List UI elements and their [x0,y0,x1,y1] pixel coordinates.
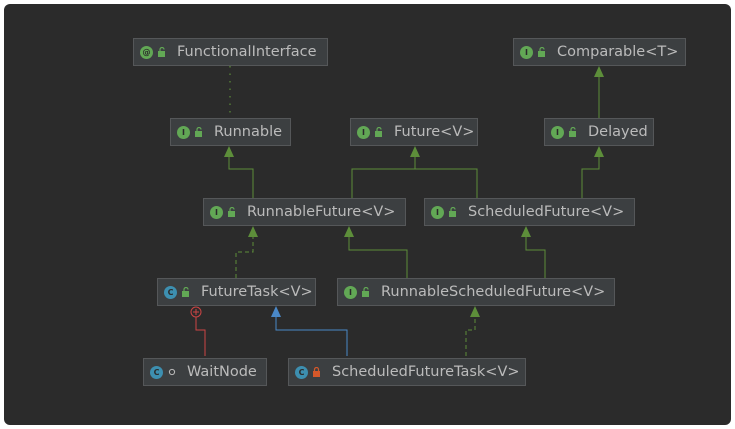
node-future[interactable]: I Future<V> [350,118,478,146]
node-scheduled-future[interactable]: I ScheduledFuture<V> [424,198,635,226]
node-label: RunnableScheduledFuture<V> [381,283,606,300]
public-lock-icon [568,127,578,137]
arrow-runnablefuture-right [344,226,354,237]
edge-scheduledfuturetask-runnablescheduledfuture [465,316,476,356]
public-lock-icon [361,287,371,297]
interface-icon: I [520,45,533,59]
node-delayed[interactable]: I Delayed [544,118,654,146]
node-scheduled-future-task[interactable]: C ScheduledFutureTask<V> [288,358,526,386]
class-icon: C [164,285,177,299]
node-label: ScheduledFuture<V> [468,203,625,220]
static-class-icon: C [150,365,163,379]
node-label: FutureTask<V> [201,283,313,300]
public-lock-icon [194,127,204,137]
node-wait-node[interactable]: C WaitNode [143,358,267,386]
arrow-futuretask [271,306,281,317]
edge-scheduledfuturetask-futuretask [275,316,348,356]
private-lock-icon [312,367,322,377]
public-lock-icon [448,207,458,217]
node-future-task[interactable]: C FutureTask<V> [157,278,316,306]
node-label: ScheduledFutureTask<V> [332,363,520,380]
public-lock-icon [374,127,384,137]
edge-scheduledfuture-delayed [581,156,600,199]
uml-diagram: @ FunctionalInterface I Comparable<T> I … [4,4,731,425]
arrow-future [410,146,420,157]
node-runnable-future[interactable]: I RunnableFuture<V> [203,198,406,226]
edge-waitnode-futuretask [195,317,206,356]
node-comparable[interactable]: I Comparable<T> [513,38,686,66]
interface-icon: I [551,125,564,139]
interface-icon: I [431,205,444,219]
edge-runnablefuture-runnable [228,156,254,199]
interface-icon: I [177,125,190,139]
node-label: WaitNode [187,363,257,380]
arrow-runnablescheduledfuture [470,306,480,317]
node-runnable[interactable]: I Runnable [170,118,291,146]
arrow-runnablefuture-left [248,226,258,237]
arrow-runnable [224,146,234,157]
node-label: Future<V> [394,123,475,140]
package-private-icon [167,367,177,377]
arrow-scheduledfuture [521,226,531,237]
node-label: Runnable [214,123,283,140]
edge-futuretask-runnablefuture [235,236,254,278]
public-lock-icon [227,207,237,217]
edge-runnablescheduledfuture-runnablefuture [348,236,408,278]
public-lock-icon [181,287,191,297]
edge-runnablefuture-future [351,156,416,199]
node-label: Comparable<T> [557,43,679,60]
annotation-icon: @ [140,45,153,59]
diagram-edges [190,66,604,356]
public-lock-icon [537,47,547,57]
node-label: FunctionalInterface [177,43,317,60]
edge-runnablescheduledfuture-scheduledfuture [525,236,546,278]
interface-icon: I [210,205,223,219]
class-icon: C [295,365,308,379]
arrow-comparable [594,66,604,77]
node-runnable-scheduled-future[interactable]: I RunnableScheduledFuture<V> [337,278,615,306]
interface-icon: I [357,125,370,139]
public-lock-icon [157,47,167,57]
edge-scheduledfuture-future [415,168,478,199]
node-label: Delayed [588,123,648,140]
node-label: RunnableFuture<V> [247,203,396,220]
arrow-delayed [594,146,604,157]
interface-icon: I [344,285,357,299]
node-functional-interface[interactable]: @ FunctionalInterface [133,38,328,66]
